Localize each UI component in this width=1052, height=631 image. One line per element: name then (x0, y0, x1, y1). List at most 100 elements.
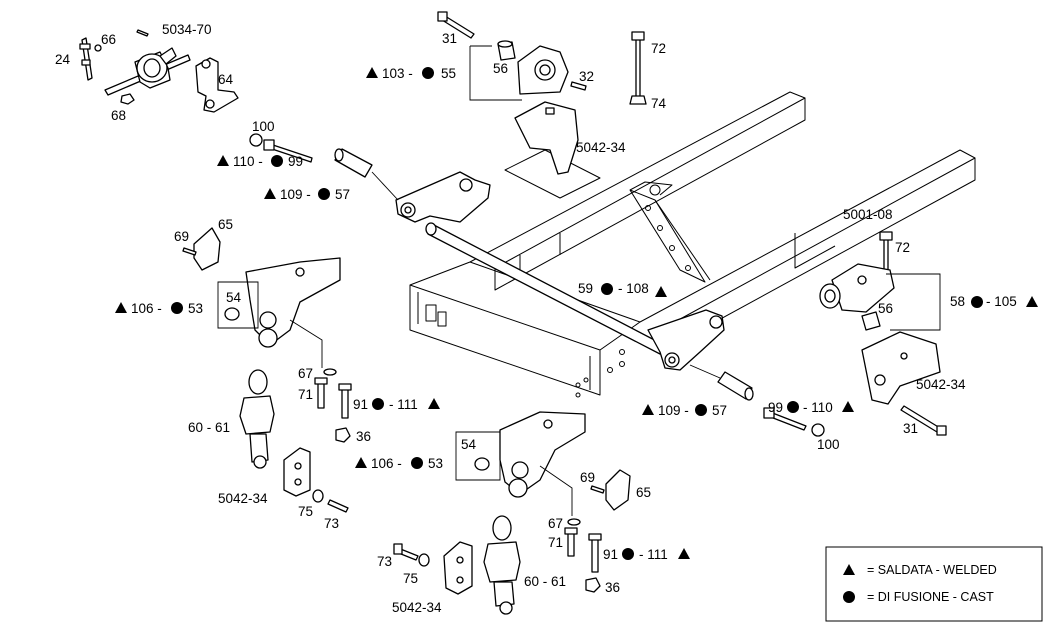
cast-circle-icon (171, 302, 183, 314)
label-5001-08: 5001-08 (843, 207, 893, 222)
label-5042-34-right: 5042-34 (916, 377, 966, 392)
label-103: 103 - (382, 66, 413, 81)
bracket-5042-34-top (514, 101, 579, 175)
label-111-left: - 111 (389, 397, 418, 412)
legend-box (825, 546, 1043, 622)
label-110-lower: - 110 (803, 400, 833, 415)
label-57-top: 57 (335, 187, 350, 202)
label-69-left: 69 (174, 229, 189, 244)
air-spring-left (239, 369, 275, 469)
label-100-top: 100 (252, 119, 275, 134)
label-91-left: 91 (353, 397, 368, 412)
label-60-61-lower: 60 - 61 (524, 574, 566, 589)
bolt-31-top (437, 11, 475, 39)
label-75-left: 75 (298, 504, 313, 519)
bolts-91-left (314, 368, 352, 443)
cast-circle-icon (971, 296, 983, 308)
label-71-left: 71 (298, 387, 313, 402)
label-71-lower: 71 (548, 535, 563, 550)
label-68: 68 (111, 108, 126, 123)
label-106-left: 106 - (131, 301, 162, 316)
cast-circle-icon (695, 404, 707, 416)
bracket-5042-34-left (283, 447, 349, 513)
legend-welded: = SALDATA - WELDED (867, 563, 997, 577)
welded-triangle-icon (678, 548, 690, 559)
part-labels: 5034-70 24 66 68 64 31 72 74 56 32 103 -… (55, 22, 1017, 615)
label-31-right: 31 (903, 421, 918, 436)
stabilizer-bar (395, 171, 725, 371)
assembly-5034-70 (79, 29, 239, 113)
cast-circle-icon (601, 283, 613, 295)
welded-triangle-icon (428, 398, 440, 409)
bushing-57-upper (334, 148, 399, 201)
welded-triangle-icon (842, 401, 854, 412)
label-56-right: 56 (878, 301, 893, 316)
cast-circle-icon (422, 67, 434, 79)
welded-triangle-icon (217, 155, 229, 166)
label-67-lower: 67 (548, 516, 563, 531)
label-54-lower: 54 (461, 437, 477, 452)
cast-circle-icon (622, 548, 634, 560)
cast-circle-icon (372, 398, 384, 410)
label-36-lower: 36 (605, 580, 620, 595)
label-66: 66 (101, 32, 116, 47)
bracket-5042-34-right (861, 331, 941, 405)
label-74: 74 (651, 96, 667, 111)
bolt-31-right (900, 405, 947, 436)
label-32: 32 (579, 69, 594, 84)
welded-triangle-icon (655, 286, 667, 297)
cast-circle-icon (318, 188, 330, 200)
label-108: - 108 (618, 281, 649, 296)
welded-triangle-icon (843, 564, 855, 575)
bolt-72-top (629, 31, 647, 105)
label-72-right: 72 (895, 240, 910, 255)
label-5034-70: 5034-70 (162, 22, 212, 37)
bolt-72-right (879, 231, 893, 271)
hanger-bracket-lower (474, 411, 586, 498)
bolt-99-upper (249, 133, 313, 163)
label-65-left: 65 (218, 217, 233, 232)
label-54-left: 54 (226, 290, 242, 305)
welded-triangle-icon (1026, 296, 1038, 307)
label-75-lower: 75 (403, 571, 418, 586)
label-60-61-left: 60 - 61 (188, 420, 230, 435)
bushing-56-right (861, 311, 881, 331)
label-73-left: 73 (324, 516, 339, 531)
label-5042-34-top: 5042-34 (576, 140, 626, 155)
label-109-lower: 109 - (658, 403, 689, 418)
label-72-top: 72 (651, 41, 666, 56)
label-69-lower: 69 (580, 470, 595, 485)
air-spring-lower (483, 515, 521, 615)
label-58: 58 (950, 294, 965, 309)
label-64: 64 (218, 72, 234, 87)
label-5042-34-lower: 5042-34 (392, 600, 442, 615)
label-36-left: 36 (356, 429, 371, 444)
welded-triangle-icon (355, 457, 367, 468)
bearing-block-top (517, 45, 587, 95)
label-24: 24 (55, 52, 71, 67)
label-73-lower: 73 (377, 554, 392, 569)
label-53-lower: 53 (428, 456, 443, 471)
welded-triangle-icon (366, 67, 378, 78)
label-110: 110 - (233, 154, 263, 169)
label-57-lower: 57 (712, 403, 727, 418)
label-55: 55 (441, 66, 456, 81)
plate-65-lower (590, 469, 631, 511)
bracket-5042-34-lower (393, 541, 473, 595)
label-106-lower: 106 - (371, 456, 402, 471)
label-105: - 105 (986, 294, 1017, 309)
label-5042-34-left: 5042-34 (218, 491, 268, 506)
label-67-left: 67 (298, 366, 313, 381)
bushing-56-top (497, 40, 516, 61)
marker-symbols (115, 67, 1038, 560)
cast-circle-icon (787, 401, 799, 413)
label-31-top: 31 (442, 31, 457, 46)
legend-cast: = DI FUSIONE - CAST (867, 590, 994, 604)
welded-triangle-icon (642, 404, 654, 415)
cast-circle-icon (411, 457, 423, 469)
chassis-frame (409, 91, 976, 398)
bushing-57-lower (689, 364, 754, 401)
label-53-left: 53 (188, 301, 203, 316)
plate-65-left (182, 227, 221, 271)
